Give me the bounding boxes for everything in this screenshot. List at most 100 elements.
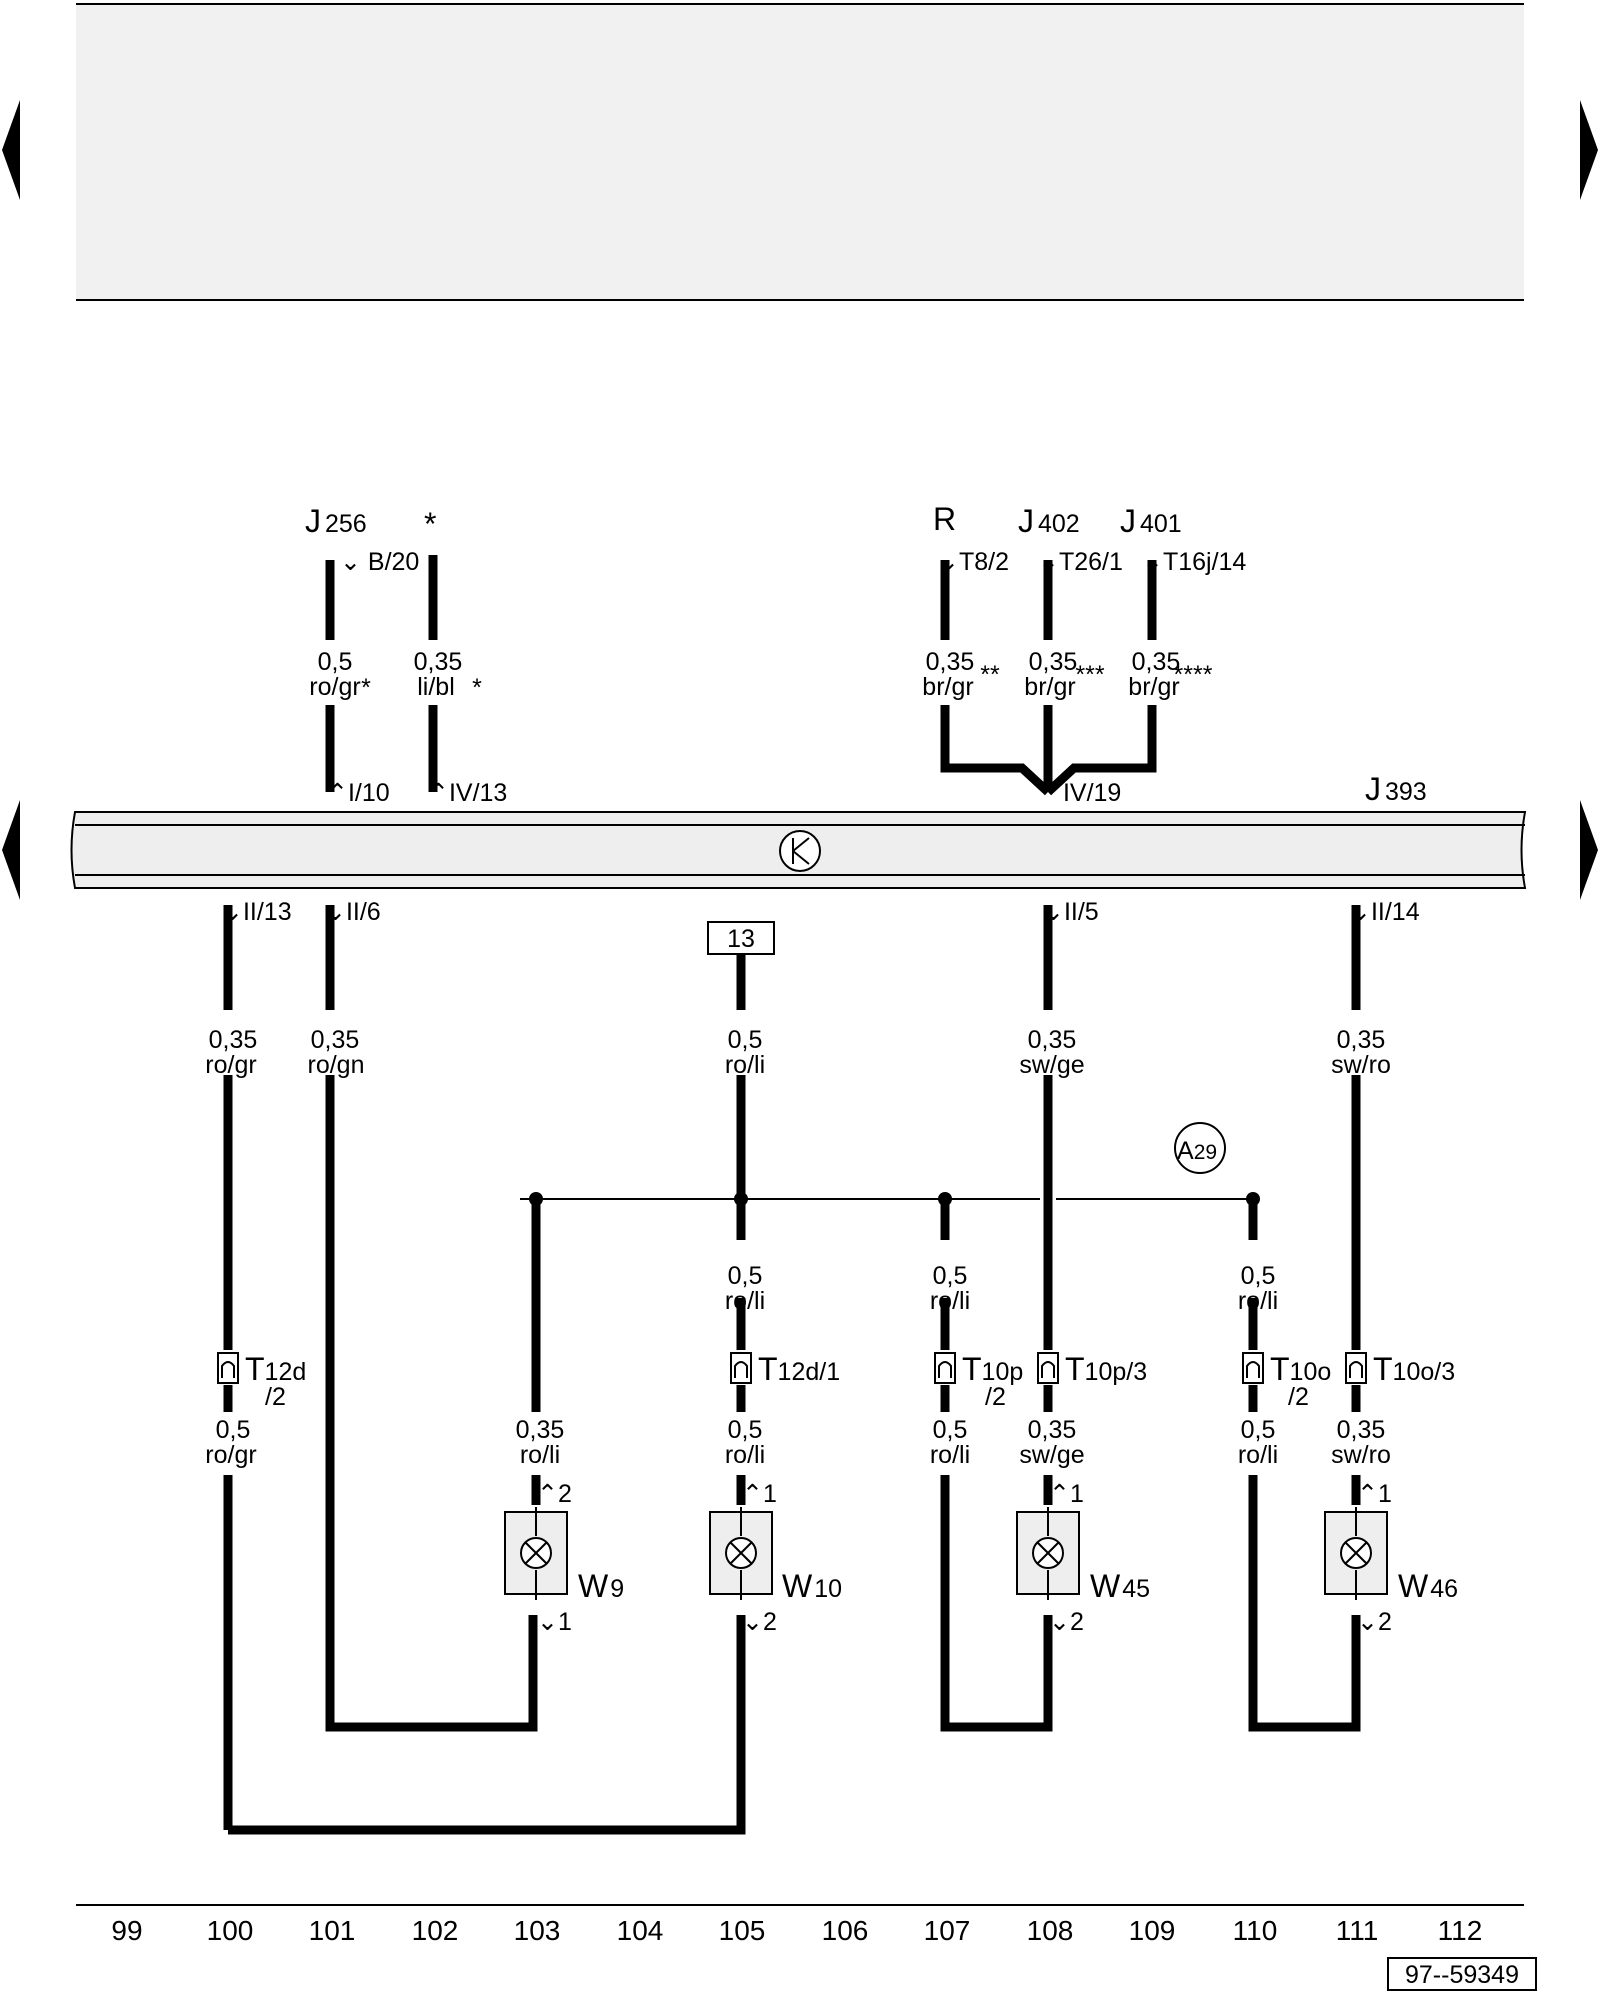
- wire-column-108: [940, 905, 1053, 1732]
- svg-text:⌄2: ⌄2: [1049, 1608, 1084, 1636]
- wire-color: li/bl: [417, 673, 455, 701]
- svg-text:⌄2: ⌄2: [1357, 1608, 1392, 1636]
- wire-size: 0,35: [926, 648, 975, 676]
- page-right-arrow-icon[interactable]: [1580, 100, 1598, 200]
- wire-color: ro/gr: [309, 673, 360, 701]
- column-number: 105: [719, 1915, 766, 1946]
- wire-color: sw/ro: [1331, 1441, 1391, 1469]
- wire-column-101: [325, 905, 538, 1732]
- wire-size: 0,35: [1028, 1416, 1077, 1444]
- component-label: W9: [578, 1568, 624, 1604]
- wire-size: 0,35: [311, 1026, 360, 1054]
- wire-size: 0,35: [516, 1416, 565, 1444]
- component-label: W10: [782, 1568, 842, 1604]
- diode-symbol-icon: [779, 830, 821, 872]
- svg-text:T10o: T10o: [1270, 1351, 1331, 1387]
- svg-text:⌃2: ⌃2: [537, 1480, 572, 1508]
- svg-text:97--59349: 97--59349: [1405, 1961, 1519, 1989]
- wire-size: 0,5: [216, 1416, 251, 1444]
- wire-color: br/gr: [1128, 673, 1179, 701]
- bus-pin-label: ⌃IV/19: [1042, 779, 1121, 807]
- connector-t12d-1: T12d/1: [730, 1351, 840, 1387]
- wire-color: ro/li: [1238, 1441, 1278, 1469]
- connector-pin-label: ⌄ B/20: [340, 548, 419, 576]
- wire-color: ro/gr: [205, 1441, 256, 1469]
- connector-t10o-3: T10o/3: [1345, 1351, 1455, 1387]
- lamp-w10: ⌃1 ⌄2 W10: [709, 1480, 842, 1636]
- wire-size: 0,35: [1132, 648, 1181, 676]
- svg-text:/2: /2: [1288, 1383, 1309, 1411]
- connector-t10p-2: T10p /2: [934, 1351, 1023, 1411]
- lamp-icon: [520, 1537, 552, 1569]
- wire-color: sw/ro: [1331, 1051, 1391, 1079]
- wire-color: ro/gr: [205, 1051, 256, 1079]
- svg-text:A29: A29: [1177, 1137, 1217, 1165]
- connector-t10o-2: T10o /2: [1242, 1351, 1331, 1411]
- column-number: 112: [1438, 1915, 1483, 1946]
- svg-text:/2: /2: [265, 1383, 286, 1411]
- column-number: 107: [924, 1915, 971, 1946]
- column-number: 100: [207, 1915, 254, 1946]
- wire-column-105: [228, 954, 746, 1835]
- bus-pin-label: ⌄II/13: [222, 898, 292, 926]
- svg-text:T10o/3: T10o/3: [1373, 1351, 1455, 1387]
- wire-size: 0,5: [318, 648, 353, 676]
- component-label: R: [933, 501, 956, 537]
- bus-pin-label: ⌃IV/13: [428, 779, 507, 807]
- note-star: ****: [1174, 661, 1213, 689]
- column-number: 109: [1129, 1915, 1176, 1946]
- column-number: 102: [412, 1915, 459, 1946]
- page-right-arrow-icon[interactable]: [1580, 800, 1598, 900]
- page-left-arrow-icon[interactable]: [2, 100, 20, 200]
- lamp-w45: ⌃1 ⌄2 W45: [1016, 1480, 1150, 1636]
- wire-color: ro/li: [1238, 1287, 1278, 1315]
- header-panel: [76, 3, 1524, 301]
- wire-size: 0,5: [728, 1026, 763, 1054]
- wire-color: sw/ge: [1019, 1051, 1084, 1079]
- column-number: 104: [617, 1915, 664, 1946]
- wire-size: 0,35: [209, 1026, 258, 1054]
- svg-text:⌃1: ⌃1: [1049, 1480, 1084, 1508]
- note-star: **: [980, 661, 1000, 689]
- wire-color: br/gr: [922, 673, 973, 701]
- column-number: 111: [1336, 1915, 1379, 1946]
- wire-size: 0,35: [1337, 1416, 1386, 1444]
- wire-size: 0,35: [414, 648, 463, 676]
- wire-color: ro/li: [930, 1287, 970, 1315]
- page-left-arrow-icon[interactable]: [2, 800, 20, 900]
- connector-pin-label: ⌄T16j/14: [1142, 548, 1246, 576]
- bus-pin-label: ⌃I/10: [327, 779, 390, 807]
- wire-size: 0,5: [728, 1262, 763, 1290]
- wire-r: R ⌄T8/2 0,35 br/gr **: [922, 501, 1009, 701]
- merge-junction: [940, 705, 1157, 796]
- lamp-w9: ⌃2 ⌄1 W9: [504, 1480, 624, 1636]
- wire-column-111: [1248, 905, 1361, 1732]
- wire-size: 0,35: [1029, 648, 1078, 676]
- ground-point-a29: A29: [1174, 1122, 1226, 1174]
- svg-text:T10p: T10p: [962, 1351, 1023, 1387]
- wire-color: ro/li: [725, 1051, 765, 1079]
- wire-size: 0,5: [933, 1262, 968, 1290]
- column-number: 106: [822, 1915, 869, 1946]
- wire-li-bl: * 0,35 li/bl * ⌃IV/13: [414, 506, 508, 807]
- wire-size: 0,35: [1337, 1026, 1386, 1054]
- svg-text:T10p/3: T10p/3: [1065, 1351, 1147, 1387]
- connector-pin-label: ⌄T8/2: [938, 548, 1009, 576]
- fuse-box: 13: [707, 921, 775, 955]
- wire-color: ro/li: [725, 1287, 765, 1315]
- svg-text:T12d/1: T12d/1: [758, 1351, 840, 1387]
- svg-text:⌃1: ⌃1: [1357, 1480, 1392, 1508]
- wire-color: ro/gn: [308, 1051, 365, 1079]
- component-label: W46: [1398, 1568, 1458, 1604]
- wire-color: ro/li: [930, 1441, 970, 1469]
- wire-size: 0,5: [728, 1416, 763, 1444]
